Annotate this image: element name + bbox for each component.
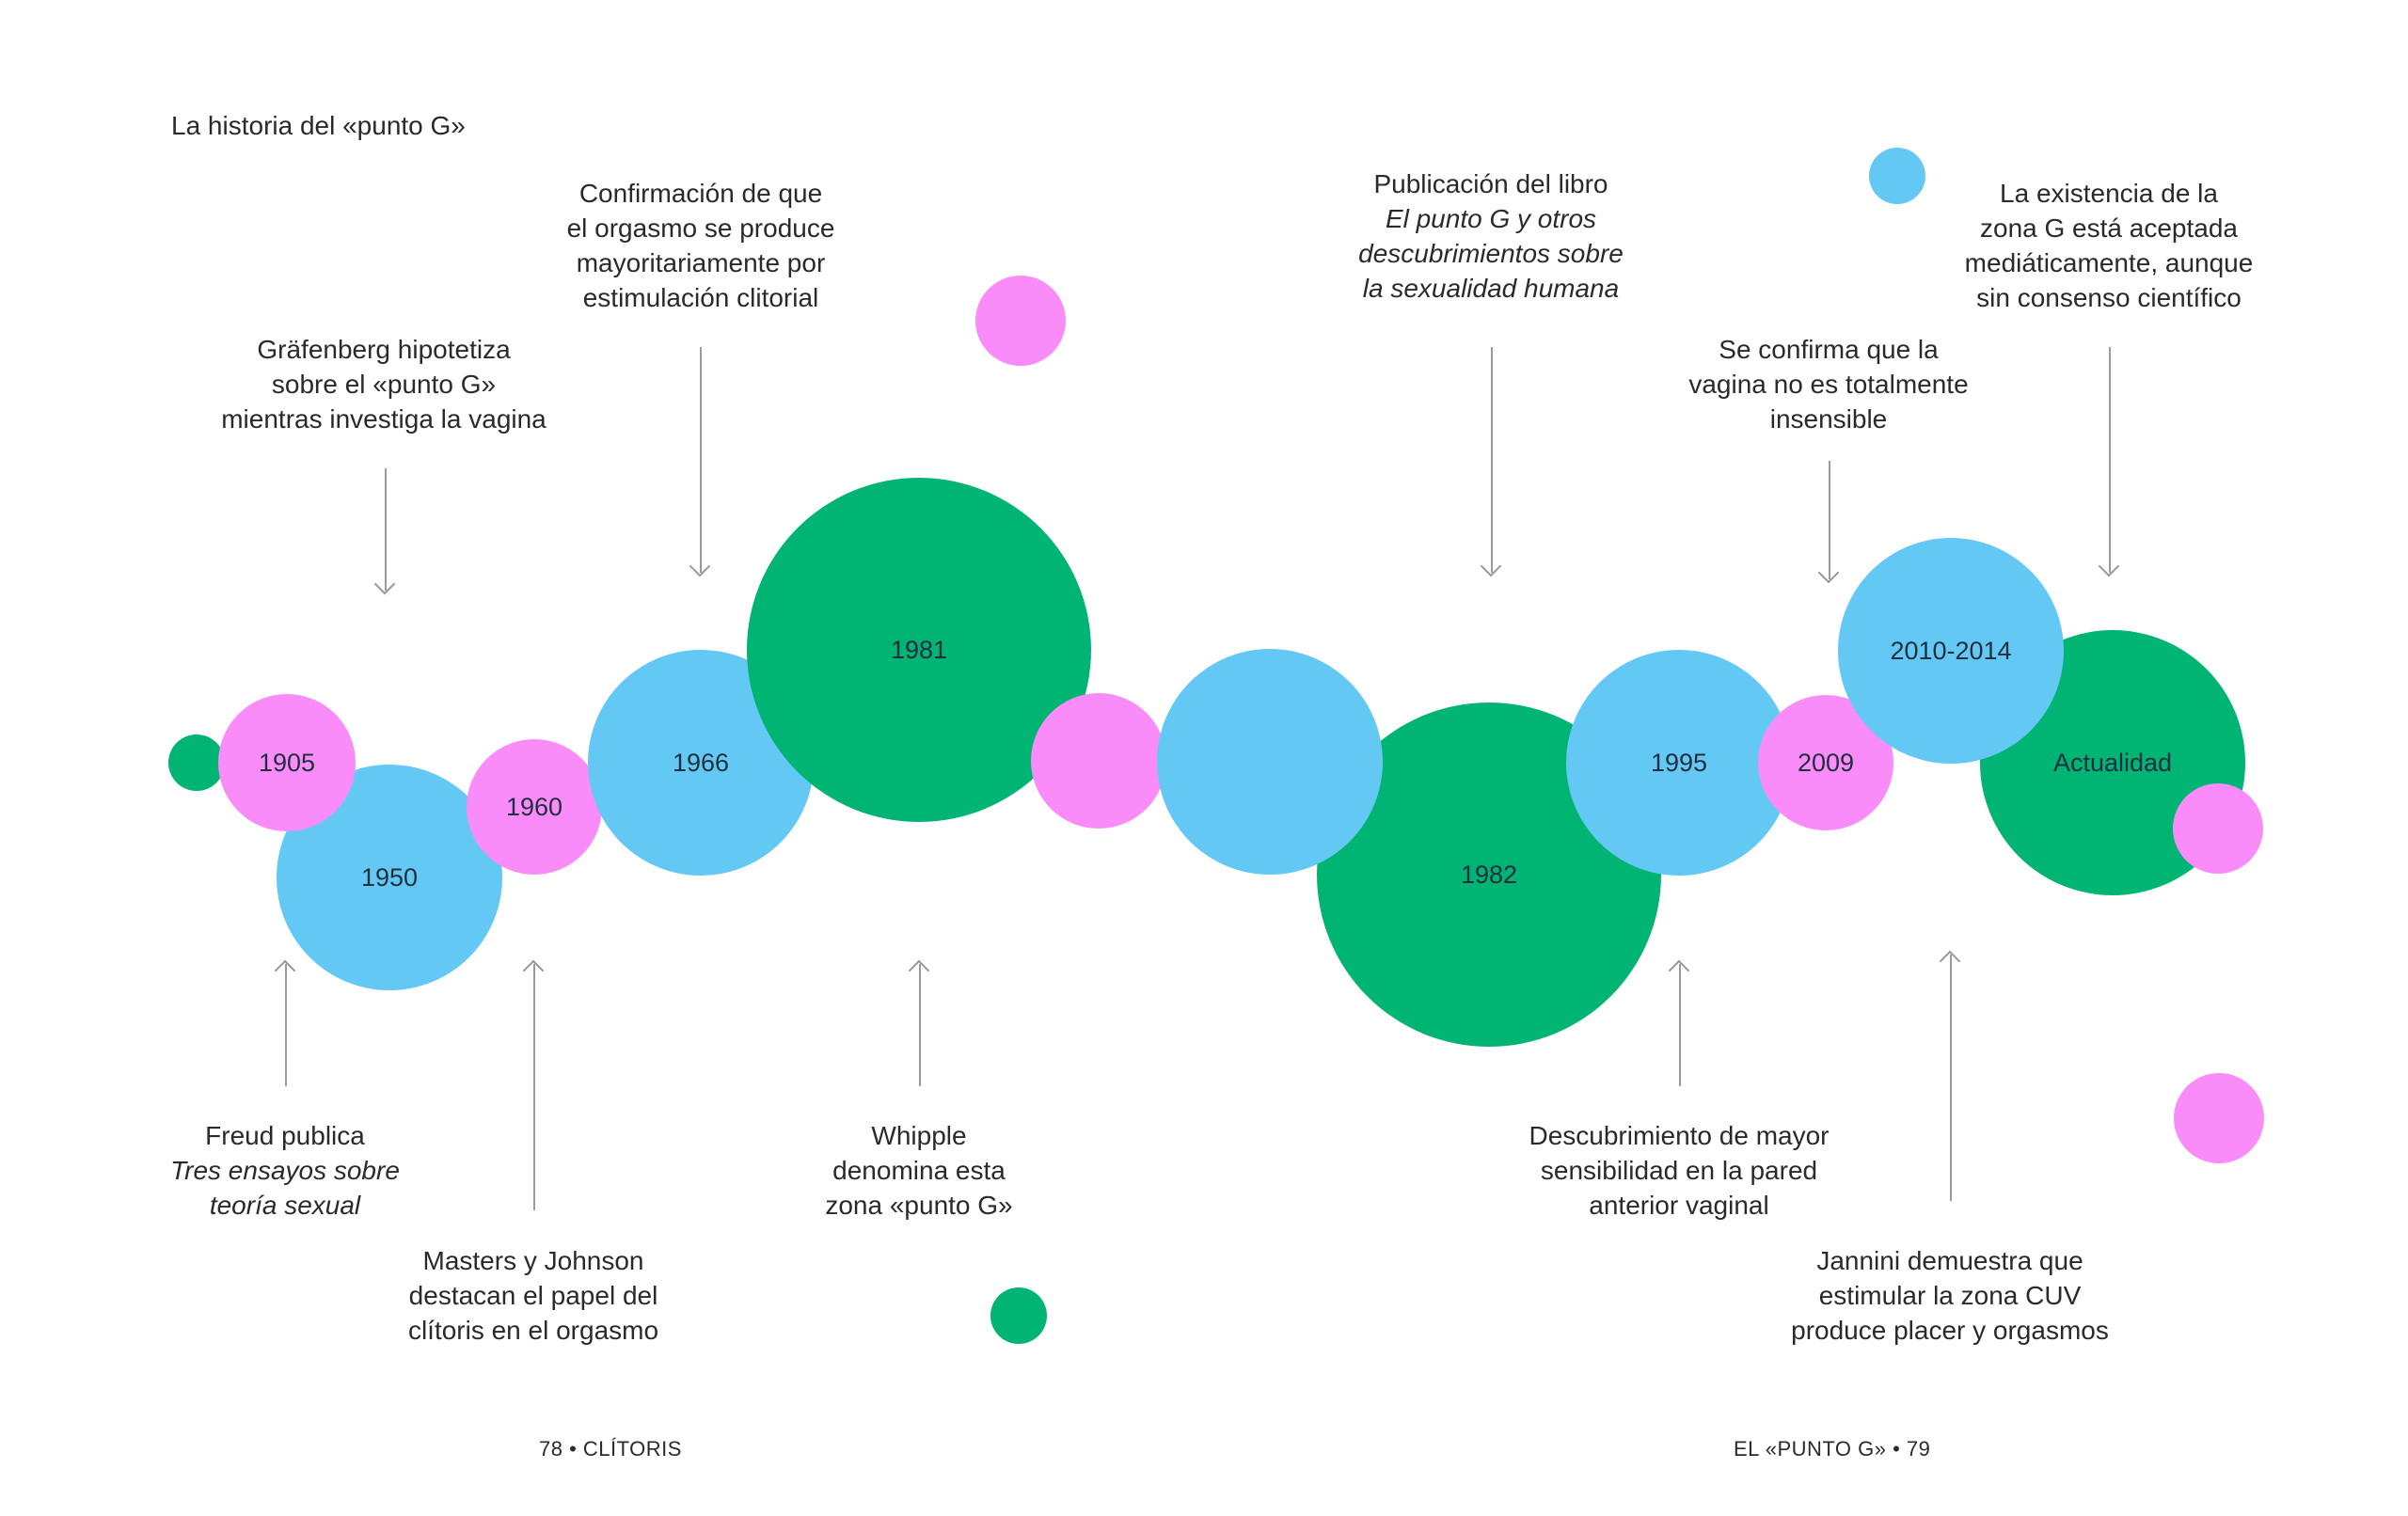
- year-1982: 1982: [1460, 860, 1518, 889]
- year-2010-2014: 2010-2014: [1890, 636, 2012, 665]
- circle-1905: 1905: [218, 694, 356, 831]
- deco-circle-pink-right: [2173, 783, 2263, 874]
- year-1981: 1981: [890, 635, 948, 664]
- arrow-2009: [1829, 461, 1830, 579]
- circle-blue-mid: [1157, 649, 1383, 875]
- circle-1995: 1995: [1566, 650, 1792, 876]
- arrow-actualidad: [2109, 347, 2111, 573]
- deco-circle-pink-bottom-right: [2174, 1073, 2264, 1163]
- event-1950: Gräfenberg hipotetiza sobre el «punto G»…: [221, 335, 547, 434]
- event-2009: Se confirma que la vagina no es totalmen…: [1688, 335, 1969, 434]
- event-1966: Confirmación de que el orgasmo se produc…: [566, 179, 835, 312]
- arrow-1905: [285, 964, 287, 1086]
- event-1905: Freud publica Tres ensayos sobre teoría …: [170, 1121, 400, 1220]
- year-1960: 1960: [505, 792, 563, 821]
- circle-1960: 1960: [467, 739, 602, 875]
- year-1995: 1995: [1650, 748, 1708, 777]
- event-1981: Whipple denomina esta zona «punto G»: [825, 1121, 1013, 1220]
- folio-left: 78 • CLÍTORIS: [539, 1437, 682, 1461]
- event-2010-2014: Jannini demuestra que estimular la zona …: [1791, 1246, 2109, 1345]
- year-1905: 1905: [258, 748, 316, 777]
- year-1950: 1950: [360, 862, 419, 892]
- arrow-1981: [919, 964, 921, 1086]
- deco-circle-pink-top: [975, 276, 1066, 366]
- deco-circle-green-small-left: [168, 734, 225, 791]
- arrow-2010-2014: [1950, 955, 1952, 1201]
- arrow-1950: [385, 468, 387, 591]
- circle-pink-mid: [1031, 693, 1166, 829]
- year-actualidad: Actualidad: [2052, 748, 2173, 777]
- year-2009: 2009: [1797, 748, 1855, 777]
- event-1982: Publicación del libro El punto G y otros…: [1358, 169, 1624, 303]
- event-actualidad: La existencia de la zona G está aceptada…: [1964, 179, 2254, 312]
- folio-right: EL «PUNTO G» • 79: [1734, 1437, 1931, 1461]
- deco-circle-blue-top: [1869, 148, 1925, 204]
- event-1995: Descubrimiento de mayor sensibilidad en …: [1529, 1121, 1830, 1220]
- arrow-1960: [533, 964, 535, 1210]
- arrow-1982: [1491, 347, 1493, 573]
- circle-2010-2014: 2010-2014: [1838, 538, 2064, 764]
- deco-circle-green-bottom: [990, 1287, 1047, 1344]
- event-1960: Masters y Johnson destacan el papel del …: [407, 1246, 659, 1345]
- arrow-1966: [700, 347, 702, 573]
- arrow-1995: [1679, 964, 1681, 1086]
- page-title: La historia del «punto G»: [171, 111, 466, 140]
- year-1966: 1966: [672, 748, 730, 777]
